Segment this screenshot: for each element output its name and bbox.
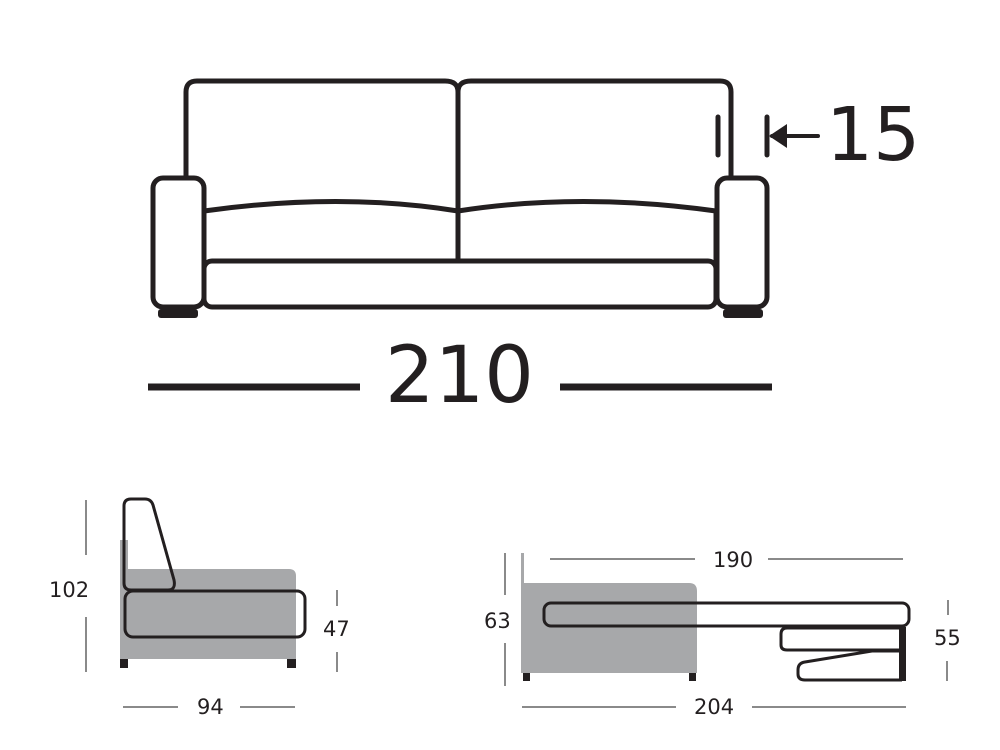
side-depth-label: 94 [197, 695, 224, 719]
bed-length-label: 190 [713, 548, 753, 572]
front-view [150, 78, 820, 310]
back-cushion-right [455, 78, 734, 181]
bed-height-label: 63 [484, 609, 511, 633]
side-seat-height-label: 47 [323, 617, 350, 641]
bed-sofa-body [521, 583, 697, 673]
side-seat [123, 589, 307, 639]
seat-cushion-top-left [201, 199, 461, 214]
bed-frame-post [899, 627, 906, 681]
bed-mattress-height-label: 55 [934, 626, 961, 650]
bed-frame-lower [796, 649, 902, 682]
foot-right [723, 309, 763, 318]
armrest-left [150, 175, 207, 310]
bed-view [504, 553, 949, 708]
back-cushion-left [183, 78, 461, 263]
side-body [120, 540, 296, 659]
side-view [85, 497, 338, 708]
armrest-width-label: 15 [826, 92, 920, 178]
side-backrest [122, 497, 176, 592]
seat-front [201, 258, 719, 310]
bed-total-length-label: 204 [694, 695, 734, 719]
arrow-head [769, 124, 787, 148]
seat-cushion-top-right [455, 199, 719, 214]
bed-frame-upper [779, 626, 902, 652]
foot-left [158, 309, 198, 318]
bed-mattress [542, 601, 911, 628]
width-label: 210 [385, 331, 534, 421]
armrest-right [714, 175, 770, 310]
side-height-label: 102 [49, 578, 89, 602]
